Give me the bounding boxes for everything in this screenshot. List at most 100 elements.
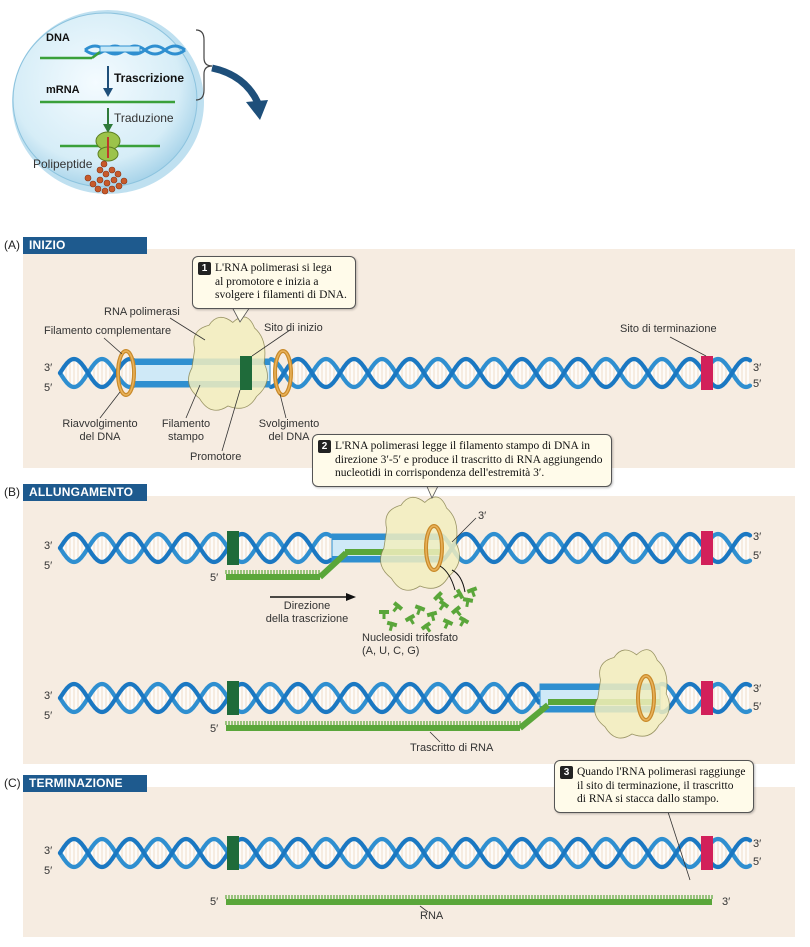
rewinding-ring-highlight bbox=[117, 350, 135, 396]
label-sito-inizio: Sito di inizio bbox=[264, 322, 323, 334]
end-5-a-left: 5′ bbox=[44, 382, 53, 394]
label-trascritto-rna: Trascritto di RNA bbox=[410, 742, 494, 754]
callout-3-line-1: Quando l'RNA polimerasi raggiunge bbox=[577, 766, 746, 778]
end-3-c-left: 3′ bbox=[44, 845, 53, 857]
end-3-c-right: 3′ bbox=[753, 838, 762, 850]
label-riavvolgimento: Riavvolgimento del DNA bbox=[60, 418, 140, 444]
dna-strand bbox=[57, 836, 753, 870]
leader-callout-3 bbox=[667, 811, 691, 881]
dna-helix-inizio bbox=[57, 316, 753, 411]
rna-exit bbox=[518, 702, 550, 731]
dna-strand bbox=[57, 356, 137, 390]
stop-site-terminazione bbox=[701, 836, 713, 870]
start-site-allungamento-1 bbox=[227, 531, 239, 565]
polypeptide-chain-icon bbox=[84, 160, 128, 195]
end-3-b2-left: 3′ bbox=[44, 690, 53, 702]
rna-transcript bbox=[226, 725, 520, 731]
callout-1-number: 1 bbox=[198, 262, 211, 275]
end-5-b1-rna: 5′ bbox=[210, 572, 219, 584]
start-site-terminazione bbox=[227, 836, 239, 870]
nucleotide-entry-arrow-2 bbox=[451, 569, 466, 593]
stop-site-allungamento-1 bbox=[701, 531, 713, 565]
callout-3: 3 Quando l'RNA polimerasi raggiunge il s… bbox=[554, 760, 755, 813]
nucleotide-triphosphate-icon bbox=[404, 613, 416, 625]
end-3-b1-left: 3′ bbox=[44, 540, 53, 552]
end-3-b2-right: 3′ bbox=[753, 683, 762, 695]
label-sito-terminazione: Sito di terminazione bbox=[620, 323, 717, 335]
label-direzione-trascrizione: Direzione della trascrizione bbox=[262, 600, 352, 626]
leader-filamento-complementare bbox=[103, 337, 123, 355]
nucleotide-triphosphate-icon bbox=[392, 601, 404, 613]
label-rna-polimerasi: RNA polimerasi bbox=[104, 306, 180, 318]
overview-dna-label: DNA bbox=[46, 32, 70, 44]
nucleotide-triphosphate-icon bbox=[420, 621, 432, 633]
dna-strand bbox=[268, 356, 753, 390]
end-5-a-right: 5′ bbox=[753, 378, 762, 390]
dna-helix-terminazione bbox=[57, 836, 753, 905]
unwinding-ring-highlight bbox=[274, 350, 292, 396]
leader-sito-terminazione bbox=[669, 336, 707, 357]
end-5-b1-right: 5′ bbox=[753, 550, 762, 562]
rna-polymerase-inizio bbox=[188, 316, 268, 411]
end-5-b2-rna: 5′ bbox=[210, 723, 219, 735]
label-filamento-stampo-line-2: stampo bbox=[167, 431, 205, 443]
nucleotide-triphosphate-icon bbox=[438, 599, 450, 611]
label-riavvolgimento-line-2: del DNA bbox=[79, 431, 121, 443]
direction-arrow-icon bbox=[346, 593, 356, 601]
stop-site-inizio bbox=[701, 356, 713, 390]
callout-1-line-2: al promotore e inizia a bbox=[215, 275, 319, 288]
overview-trascrizione-label: Trascrizione bbox=[114, 71, 185, 85]
dna-helix-allungamento-2 bbox=[57, 649, 753, 739]
rna-3-end-leader bbox=[451, 517, 477, 543]
diagram-overlay bbox=[99, 306, 707, 913]
end-5-c-right: 5′ bbox=[753, 856, 762, 868]
panel-tag-c: (C) bbox=[4, 776, 21, 790]
cell-overview bbox=[12, 10, 204, 195]
callout-2: 2 L'RNA polimerasi legge il filamento st… bbox=[312, 434, 612, 487]
label-nucleosidi-line-2: (A, U, C, G) bbox=[362, 645, 420, 657]
label-filamento-stampo: Filamento stampo bbox=[156, 418, 216, 444]
label-direzione-line-1: Direzione bbox=[283, 600, 331, 612]
nucleotide-triphosphate-icon bbox=[379, 610, 389, 619]
end-5-b2-left: 5′ bbox=[44, 710, 53, 722]
end-5-c-rna: 5′ bbox=[210, 896, 219, 908]
start-site-allungamento-2 bbox=[227, 681, 239, 715]
dna-helix-allungamento-1 bbox=[57, 496, 753, 591]
rna-exit bbox=[317, 550, 349, 580]
dna-strand bbox=[57, 681, 542, 715]
panel-tag-a: (A) bbox=[4, 238, 20, 252]
dna-strand bbox=[57, 681, 542, 715]
nucleotide-triphosphate-icon bbox=[426, 610, 438, 622]
zoom-arrow-icon bbox=[246, 100, 268, 120]
callout-3-line-2: il sito di terminazione, il trascritto bbox=[577, 779, 734, 792]
panel-title-inizio: INIZIO bbox=[23, 237, 147, 254]
overview-mrna-label: mRNA bbox=[46, 84, 80, 96]
leader-promotore bbox=[221, 389, 241, 452]
end-3-b1-right: 3′ bbox=[753, 531, 762, 543]
panel-title-terminazione: TERMINAZIONE bbox=[23, 775, 147, 792]
label-svolgimento: Svolgimento del DNA bbox=[254, 418, 324, 444]
end-3-b1-rna: 3′ bbox=[478, 510, 487, 522]
label-svolgimento-line-1: Svolgimento bbox=[258, 418, 320, 430]
rna-transcript bbox=[226, 574, 320, 580]
end-5-b1-left: 5′ bbox=[44, 560, 53, 572]
callout-3-number: 3 bbox=[560, 766, 573, 779]
leader-trascritto bbox=[429, 731, 441, 743]
nucleotide-triphosphate-icon bbox=[453, 588, 465, 600]
label-promotore: Promotore bbox=[190, 451, 242, 463]
end-3-c-rna: 3′ bbox=[722, 896, 731, 908]
dna-strand bbox=[57, 531, 334, 565]
callout-3-line-3: di RNA si stacca dallo stampo. bbox=[577, 793, 719, 805]
overview-dna bbox=[40, 44, 186, 60]
start-site-inizio bbox=[240, 356, 252, 390]
ribosome-icon bbox=[95, 131, 121, 162]
nucleotide-triphosphate-icon bbox=[450, 605, 462, 617]
callout-1: 1 L'RNA polimerasi si lega al promotore … bbox=[192, 256, 356, 309]
nucleotide-triphosphate-icon bbox=[442, 618, 454, 629]
leader-rna-polimerasi bbox=[169, 317, 206, 341]
rna-polymerase-allungamento-1 bbox=[380, 496, 460, 591]
label-svolgimento-line-2: del DNA bbox=[268, 431, 310, 443]
rna-polymerase-allungamento-2 bbox=[594, 649, 670, 739]
label-riavvolgimento-line-1: Riavvolgimento bbox=[62, 418, 138, 430]
